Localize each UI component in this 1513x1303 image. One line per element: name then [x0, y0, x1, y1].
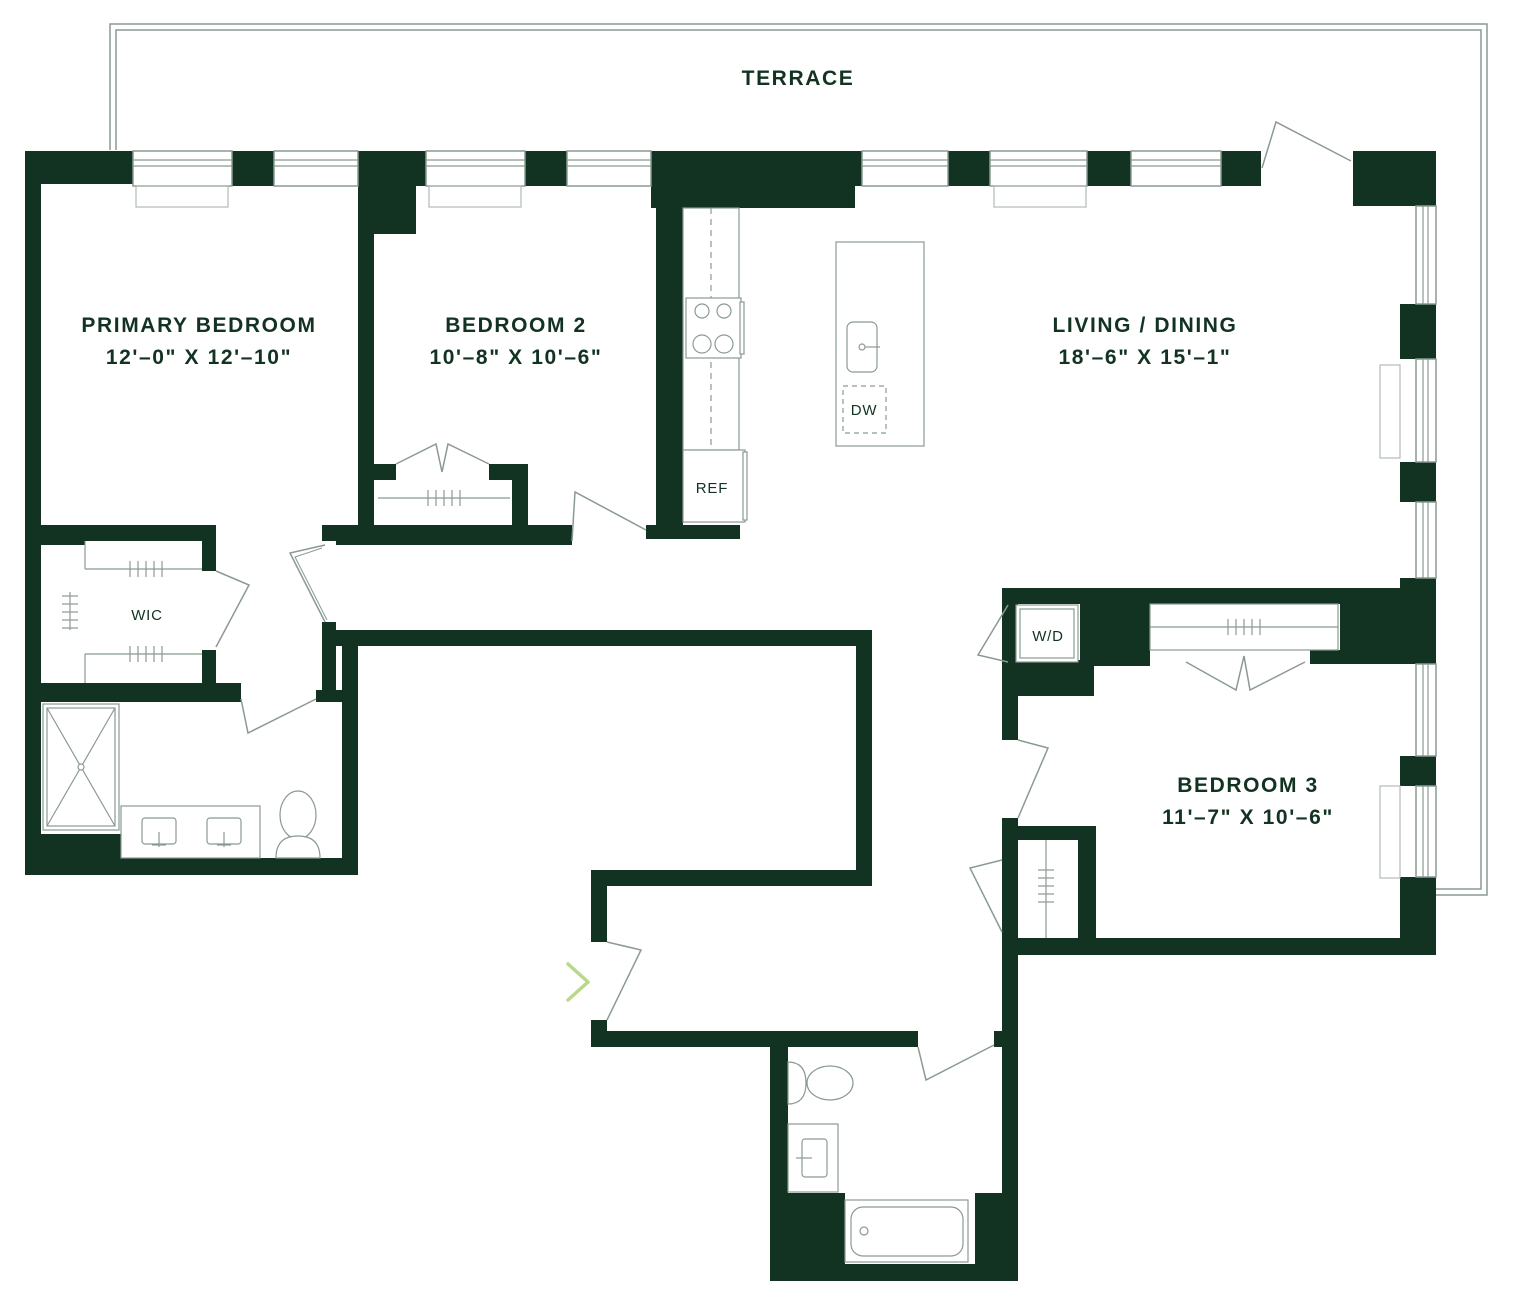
second-bath	[787, 1061, 969, 1263]
washer-dryer-label: W/D	[1032, 628, 1064, 645]
primary-bedroom-name: PRIMARY BEDROOM	[81, 314, 316, 337]
living-dining-dims: 18'–6" X 15'–1"	[1058, 346, 1231, 369]
window-lines	[133, 159, 1429, 877]
walls	[25, 151, 1436, 1281]
dishwasher-label: DW	[851, 402, 878, 419]
doors	[215, 120, 1352, 1082]
refrigerator-label: REF	[696, 480, 728, 497]
closet-rods	[62, 490, 1339, 938]
terrace-label: TERRACE	[742, 67, 855, 90]
bedroom-2-name: BEDROOM 2	[445, 314, 587, 337]
toilet-bowl-2	[806, 1065, 854, 1101]
windows	[132, 150, 1437, 878]
primary-bath	[42, 703, 321, 859]
washer-dryer	[1015, 604, 1079, 663]
toilet-tank	[275, 835, 321, 859]
wic-label: WIC	[131, 607, 163, 624]
primary-bedroom-dims: 12'–0" X 12'–10"	[106, 346, 292, 369]
bedroom-3-name: BEDROOM 3	[1177, 774, 1319, 797]
dishwasher	[842, 385, 887, 434]
entry-arrow-icon	[566, 962, 590, 1002]
kitchen	[682, 207, 925, 523]
bedroom-2-dims: 10'–8" X 10'–6"	[429, 346, 602, 369]
terrace-outline	[109, 23, 1488, 896]
window-sills	[135, 185, 1401, 879]
toilet-tank-2	[787, 1061, 807, 1105]
bedroom-3-dims: 11'–7" X 10'–6"	[1162, 806, 1334, 829]
toilet-bowl	[279, 790, 317, 840]
living-dining-name: LIVING / DINING	[1052, 314, 1237, 337]
